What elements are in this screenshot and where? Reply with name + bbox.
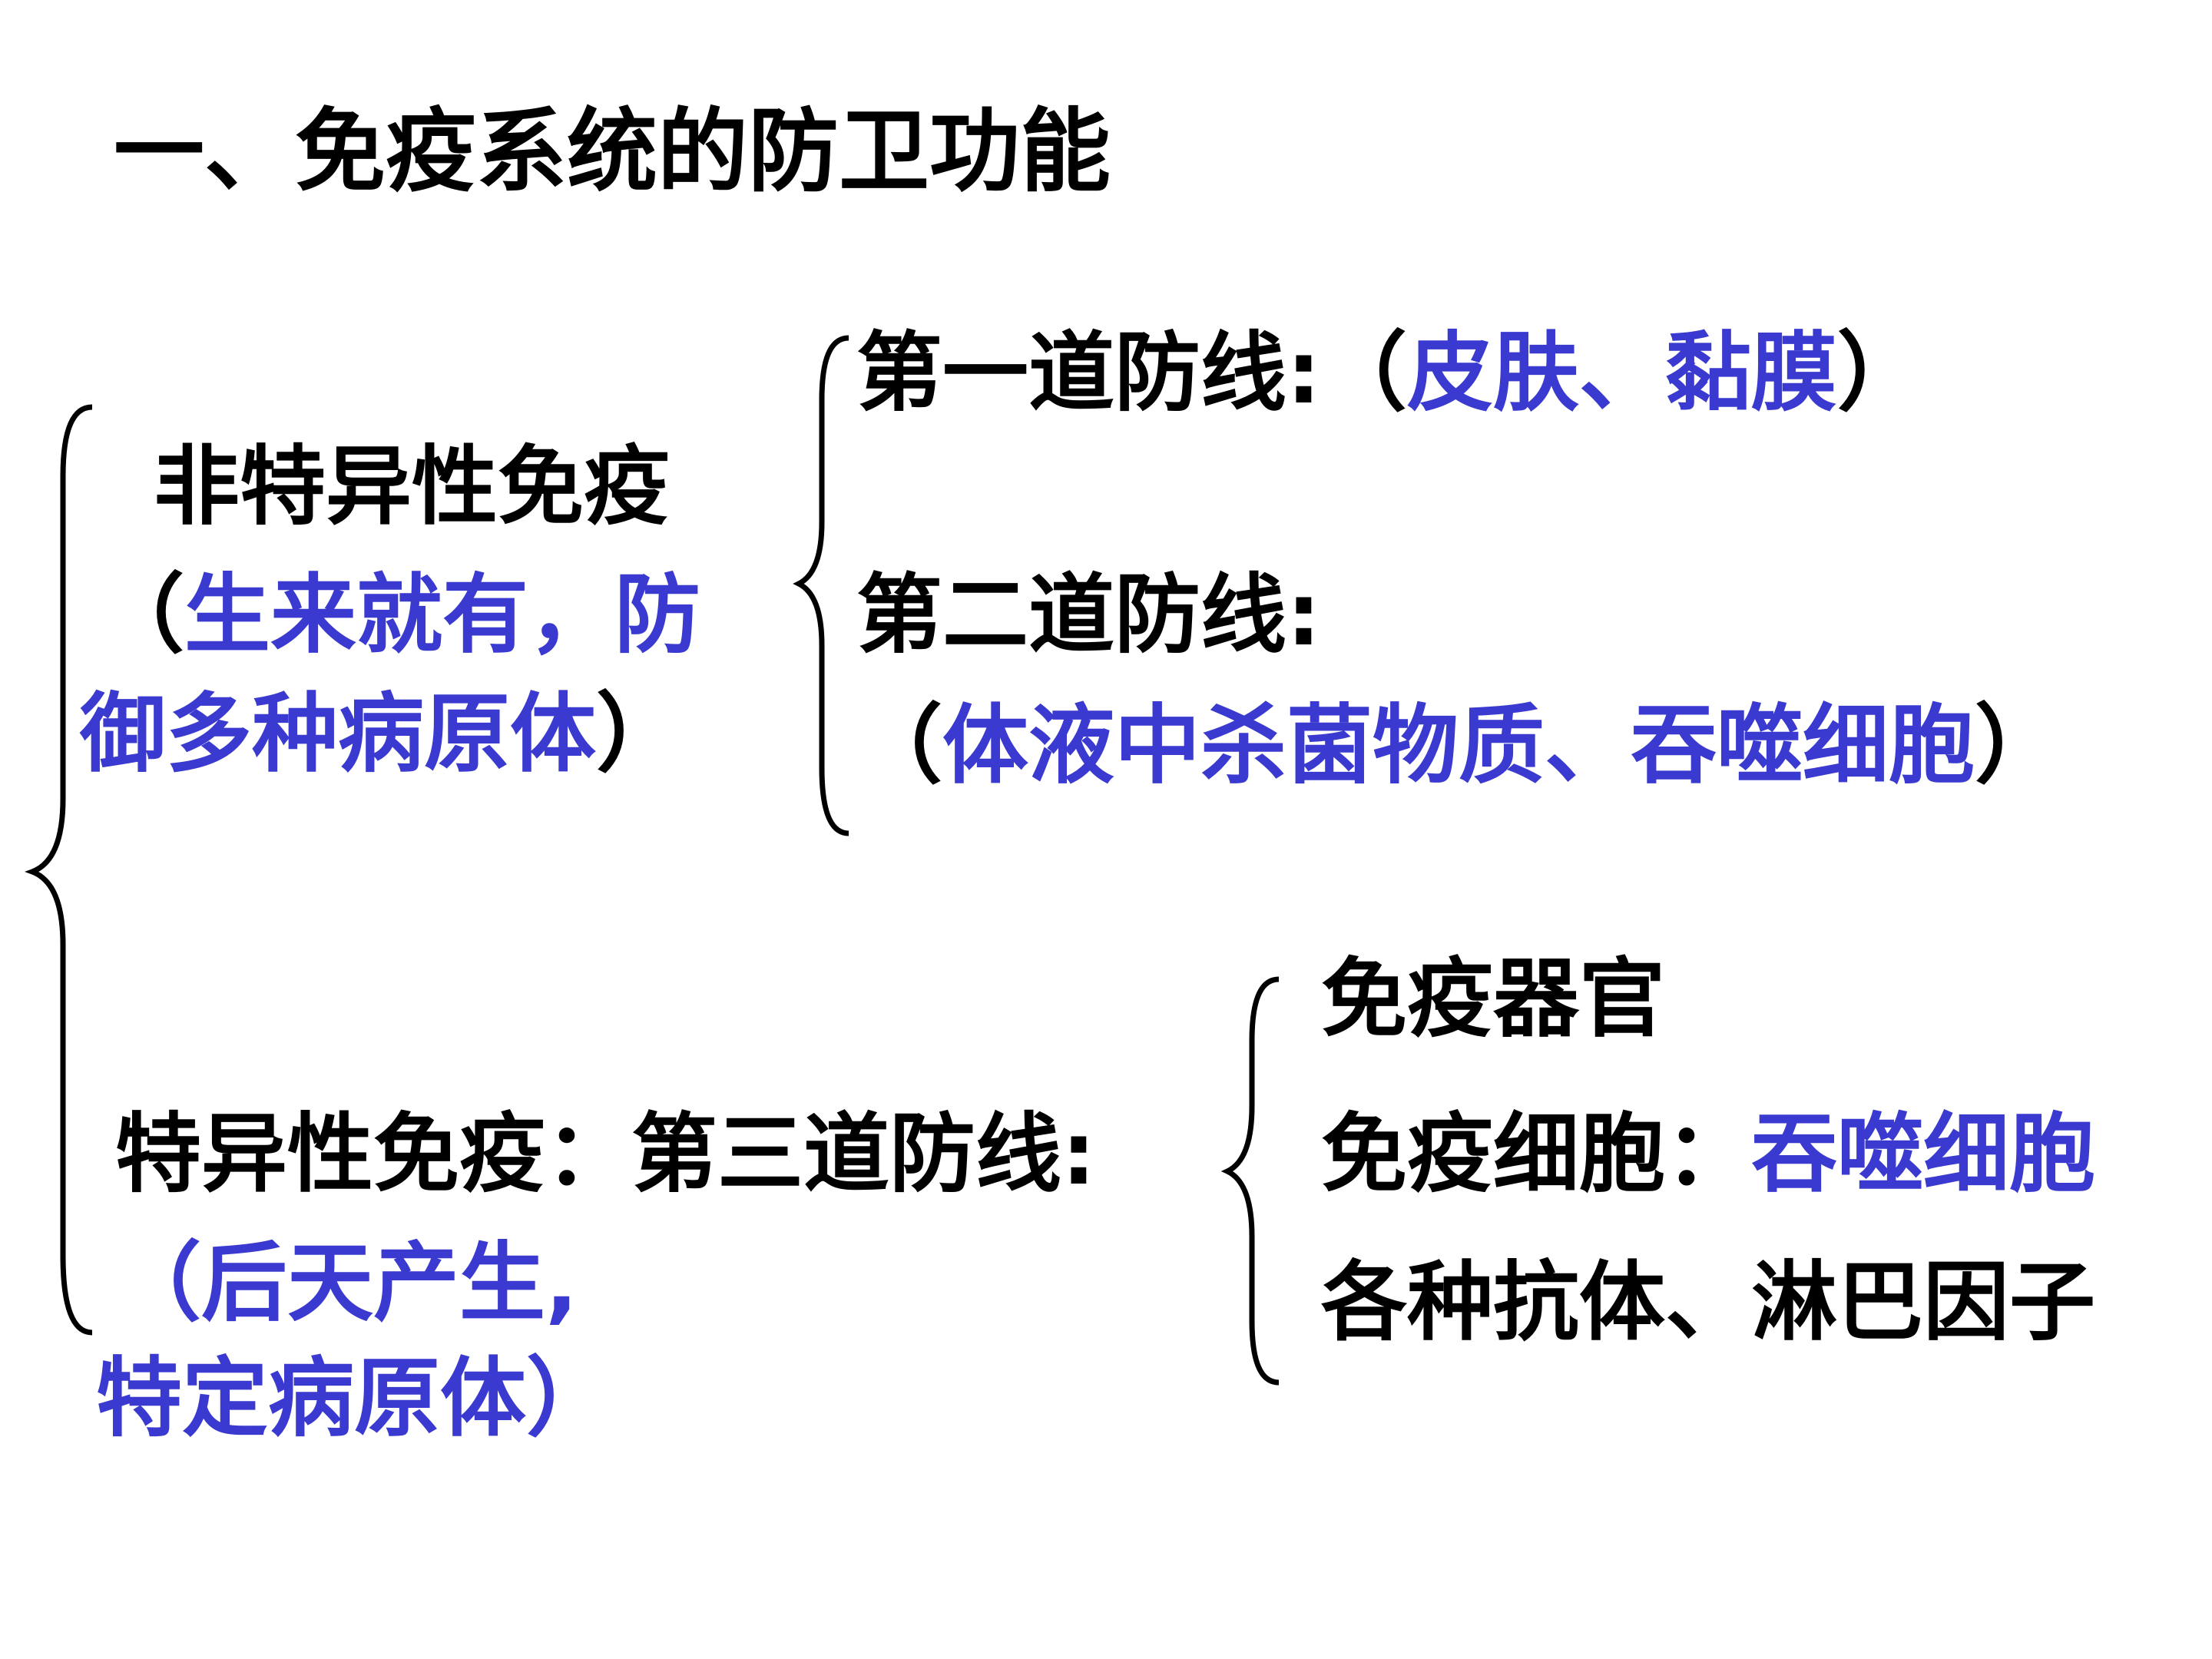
specific-desc-line1: （后天产生, bbox=[115, 1233, 578, 1333]
main-brace bbox=[25, 404, 93, 1336]
immune-organs: 免疫器官 bbox=[1321, 949, 1665, 1049]
paren-open: （ bbox=[1320, 323, 1407, 423]
nonspecific-desc-line2: 御多种病原体） bbox=[80, 691, 682, 777]
specific-label: 特异性免疫：第三道防线: bbox=[115, 1104, 1096, 1204]
first-line-content: 皮肤、黏膜 bbox=[1406, 323, 1837, 423]
paren-open: （ bbox=[856, 696, 942, 796]
nonspecific-brace bbox=[793, 335, 849, 836]
immune-cells-row: 免疫细胞：吞噬细胞 bbox=[1321, 1111, 2095, 1197]
second-line-label: 第二道防线: bbox=[856, 565, 1321, 665]
nonspecific-desc-line1: （生来就有，防 bbox=[98, 572, 700, 658]
first-line-label: 第一道防线: bbox=[856, 323, 1321, 423]
second-line-content: 体液中杀菌物质、吞噬细胞 bbox=[942, 696, 1975, 796]
immune-cells-value: 吞噬细胞 bbox=[1751, 1104, 2095, 1204]
nonspecific-desc-text2: 御多种病原体 bbox=[80, 684, 596, 784]
paren-open: （ bbox=[98, 565, 184, 665]
second-line-row: （体液中杀菌物质、吞噬细胞） bbox=[856, 703, 2061, 789]
immune-cells-label: 免疫细胞： bbox=[1321, 1104, 1751, 1204]
paren-close: ） bbox=[1836, 323, 1923, 423]
specific-brace bbox=[1220, 976, 1280, 1386]
paren-close: ） bbox=[596, 684, 682, 784]
specific-desc-line2: 特定病原体） bbox=[96, 1349, 612, 1449]
first-line-row: 第一道防线:（皮肤、黏膜） bbox=[856, 330, 1923, 416]
nonspecific-desc-text1: 生来就有，防 bbox=[184, 565, 700, 665]
nonspecific-label: 非特异性免疫 bbox=[154, 437, 670, 537]
page-title: 一、免疫系统的防卫功能 bbox=[114, 98, 1111, 204]
immune-substances: 各种抗体、淋巴因子 bbox=[1321, 1253, 2095, 1353]
paren-close: ） bbox=[1975, 696, 2061, 796]
